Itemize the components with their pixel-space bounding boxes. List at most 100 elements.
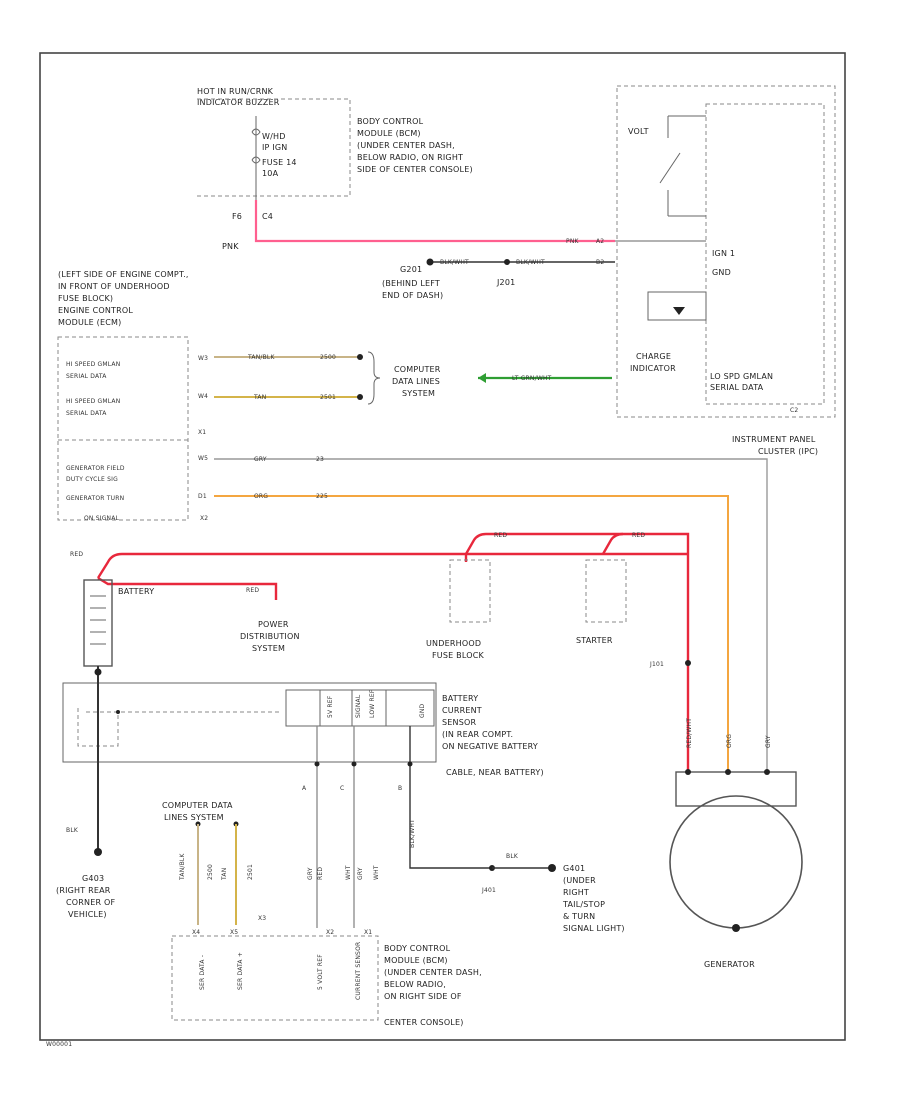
fuse-pin-right: C4	[262, 212, 273, 221]
cdl-top-1: COMPUTER	[394, 365, 441, 374]
conn-a-dot	[314, 761, 320, 767]
battery: BATTERY	[83, 579, 154, 667]
ecm-high-dot	[357, 394, 363, 400]
ipc-blk-pin: B2	[596, 259, 604, 266]
g403-label-3: CORNER OF	[66, 898, 115, 907]
bcm-wire-3: TAN	[221, 868, 228, 881]
underhood-fuse-block: UNDERHOOD FUSE BLOCK	[426, 559, 491, 660]
sensor-label-5: ON NEGATIVE BATTERY	[442, 742, 538, 751]
red-power-dist-wire	[97, 576, 278, 600]
bcm-pin-label-1: SER DATA -	[199, 955, 206, 990]
fuse-line-3: FUSE 14	[262, 158, 297, 167]
battery-neg-terminal	[94, 668, 102, 676]
instrument-panel-cluster: VOLT PNK A2 IGN 1 GND CHARGE INDICATOR L…	[566, 85, 836, 456]
gen-wire-red: RED/WHT	[686, 718, 693, 748]
starter: STARTER	[576, 559, 627, 645]
fuse-line-2: IP IGN	[262, 143, 287, 152]
power-dist-1: POWER	[258, 620, 289, 629]
generator-connector	[675, 771, 797, 807]
power-dist-2: DISTRIBUTION	[240, 632, 300, 641]
ecm-pin-turn: D1	[198, 493, 207, 500]
bcm-bottom-line-5: ON RIGHT SIDE OF	[384, 992, 462, 1001]
cdl-top-3: SYSTEM	[402, 389, 435, 398]
j201-label: J201	[496, 278, 515, 287]
bcm-pin-label-2: SER DATA +	[237, 952, 244, 990]
underhood-label-1: UNDERHOOD	[426, 639, 481, 648]
ipc-ign-label: IGN 1	[712, 249, 735, 258]
ecm-pin-field: W5	[198, 455, 208, 462]
sensor-label-1: BATTERY	[442, 694, 478, 703]
ecm-hs-low-2: SERIAL DATA	[66, 373, 107, 380]
bcm-wire-2: 2500	[207, 864, 214, 880]
ecm-loc-3: FUSE BLOCK)	[58, 294, 113, 303]
ground-g401: BLK J401 BLK/WHT G401 (UNDER RIGHT TAIL/…	[409, 819, 625, 933]
bcm-top-line-2: MODULE (BCM)	[357, 129, 421, 138]
battery-current-sensor: 5V REF SIGNAL LOW REF GND BATTERY CURREN…	[62, 682, 544, 777]
red-starter-wire	[601, 532, 624, 555]
w-turn-color: ORG	[254, 493, 268, 500]
g201-wire-left: BLK/WHT	[440, 259, 469, 266]
bcm-wire-1: TAN/BLK	[179, 853, 186, 881]
cdl-bottom-2: LINES SYSTEM	[164, 813, 224, 822]
sensor-connector	[285, 689, 435, 727]
diagram-id: W00001	[46, 1041, 72, 1048]
bcm-top-label: BODY CONTROL MODULE (BCM) (UNDER CENTER …	[357, 117, 473, 174]
ipc-gnd-label: GND	[712, 268, 731, 277]
g403-ground-icon	[94, 848, 102, 856]
ecm-low-dot	[357, 354, 363, 360]
underhood-red-label: RED	[494, 532, 507, 539]
g401-label-6: SIGNAL LIGHT)	[563, 924, 625, 933]
ecm-gen-field-1: GENERATOR FIELD	[66, 465, 125, 472]
starter-red-label: RED	[632, 532, 645, 539]
ipc-volt-label: VOLT	[628, 127, 649, 136]
g401-label-4: TAIL/STOP	[562, 900, 605, 909]
starter-label: STARTER	[576, 636, 613, 645]
conn-c-dot	[351, 761, 357, 767]
bcm-wire-6: RED	[317, 867, 324, 880]
fuse-wire-color: PNK	[222, 242, 239, 251]
generator-ground-icon	[732, 924, 740, 932]
g401-label-1: G401	[563, 864, 585, 873]
w-high-color: TAN	[253, 394, 266, 401]
ecm-name-1: ENGINE CONTROL	[58, 306, 133, 315]
ecm-loc-1: (LEFT SIDE OF ENGINE COMPT.,	[58, 270, 189, 279]
battery-body	[83, 579, 113, 667]
bcm-pin-label-3: 5 VOLT REF	[317, 954, 324, 990]
ecm-name-2: MODULE (ECM)	[58, 318, 121, 327]
bcm-top-line-4: BELOW RADIO, ON RIGHT	[357, 153, 463, 162]
red-generator-wire	[464, 532, 690, 772]
power-distribution: POWER DISTRIBUTION SYSTEM	[240, 620, 300, 653]
bcm-bottom-outline	[171, 935, 379, 1021]
g201-loc-2: END OF DASH)	[382, 291, 443, 300]
ipc-volt-switch	[659, 115, 706, 217]
fuse-sub-label: INDICATOR BUZZER	[197, 98, 280, 107]
computer-data-lines-top: COMPUTER DATA LINES SYSTEM LT GRN/WHT	[392, 365, 612, 398]
w-low-color: TAN/BLK	[247, 354, 275, 361]
fuse-line-1: W/HD	[262, 132, 286, 141]
gen-gry-pin	[764, 769, 770, 775]
fuse-symbol	[251, 128, 261, 136]
bcm-bottom-line-6: CENTER CONSOLE)	[384, 1018, 464, 1027]
ipc-serial-label-1: LO SPD GMLAN	[710, 372, 773, 381]
ecm-conn-x2: X2	[200, 515, 208, 522]
bcm-bottom: X4 X5 X3 X2 X1 SER DATA - SER DATA + 5 V…	[171, 915, 482, 1027]
g201-wire-right: BLK/WHT	[516, 259, 545, 266]
pink-ignition-wire	[254, 200, 615, 243]
bcm-wire-9: WHT	[373, 865, 380, 880]
j101-label: J101	[649, 661, 664, 668]
gen-field-wire	[214, 458, 768, 772]
bcm-wire-5: GRY	[307, 867, 314, 880]
bcm-pin-x5: X5	[230, 929, 238, 936]
w-turn-num: 225	[316, 493, 328, 500]
bcm-wire-7: WHT	[345, 865, 352, 880]
sensor-label-4: (IN REAR COMPT.	[442, 730, 513, 739]
ecm-pin-high: W4	[198, 393, 208, 400]
bcm-top-line-1: BODY CONTROL	[357, 117, 424, 126]
ecm-gen-turn-2: ON SIGNAL	[84, 515, 120, 522]
ipc-serial-label-2: SERIAL DATA	[710, 383, 764, 392]
bcm-pin-label-4: CURRENT SENSOR	[355, 942, 362, 1000]
cdl-bottom-1: COMPUTER DATA	[162, 801, 233, 810]
charge-indicator-icon	[673, 307, 685, 315]
sensor-node	[116, 710, 120, 714]
